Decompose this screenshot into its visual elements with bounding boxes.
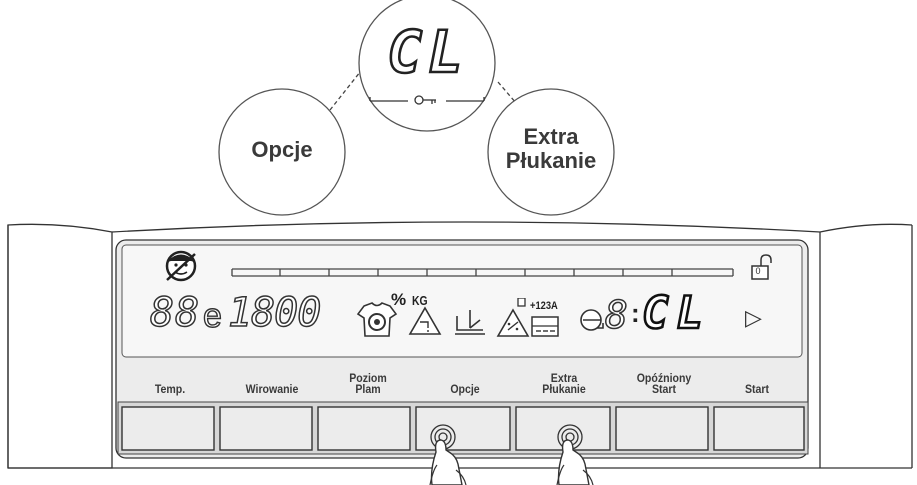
- opozniony-start-button[interactable]: [615, 406, 709, 451]
- temperature-digits: 88: [149, 290, 201, 336]
- zoom-display-code: CL: [386, 18, 469, 86]
- extra-rinse-callout-label-line1: Extra: [523, 124, 579, 149]
- label-wirowanie: Wirowanie: [245, 382, 299, 396]
- drain-basin-icon: [455, 310, 485, 335]
- padlock-digit: 0: [755, 266, 761, 276]
- key-icon: [414, 95, 436, 105]
- temp-button[interactable]: [121, 406, 215, 451]
- rinse-tank-icon: [531, 316, 559, 337]
- display-zoom-circle: [358, 0, 496, 132]
- label-opcje: Opcje: [450, 382, 480, 396]
- child-lock-icon: [165, 250, 197, 282]
- extra-rinse-symbol: +123A: [530, 300, 558, 312]
- label-temp: Temp.: [154, 382, 186, 396]
- wirowanie-button[interactable]: [219, 406, 313, 451]
- delay-timer-icon: [580, 309, 604, 331]
- label-start: Start: [744, 382, 770, 396]
- time-digit: 8: [604, 293, 628, 337]
- percent-symbol: %: [391, 290, 407, 309]
- spin-prefix-symbol: e: [202, 297, 222, 335]
- water-warning-icon: [408, 306, 442, 335]
- start-button[interactable]: [713, 406, 805, 451]
- poziom-plam-button[interactable]: [317, 406, 411, 451]
- opcje-button[interactable]: [415, 406, 511, 451]
- padlock-icon: [751, 254, 772, 280]
- extra-rinse-callout-circle: [487, 88, 615, 216]
- opcje-callout-label: Opcje: [251, 137, 313, 162]
- kg-symbol: KG: [411, 293, 428, 308]
- spin-warning-icon: [496, 298, 530, 337]
- time-code: CL: [641, 288, 711, 339]
- time-colon: :: [631, 298, 640, 328]
- shirt-stain-icon: [356, 302, 398, 337]
- spin-speed-digits: 1800: [227, 290, 322, 336]
- play-icon: ▷: [745, 306, 762, 331]
- extra-rinse-callout-label-line2: Płukanie: [505, 148, 597, 173]
- extra-plukanie-button[interactable]: [515, 406, 611, 451]
- opcje-callout-circle: [218, 88, 346, 216]
